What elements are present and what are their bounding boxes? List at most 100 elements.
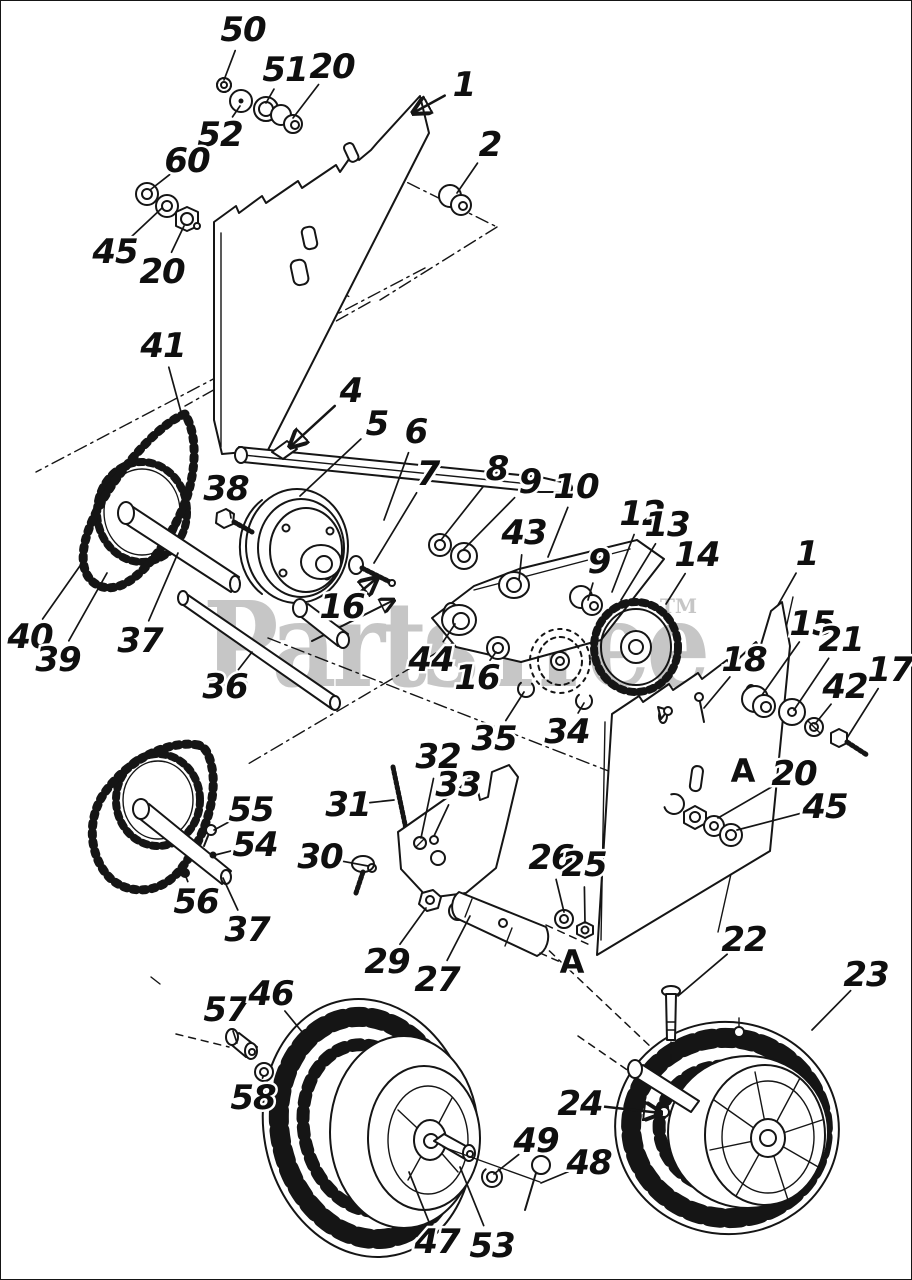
leader-line xyxy=(185,876,189,883)
callout-24: 24 xyxy=(557,1084,602,1124)
callout-20: 20 xyxy=(309,47,355,87)
leader-line xyxy=(67,572,108,642)
ring-49 xyxy=(481,1166,503,1188)
callout-15: 15 xyxy=(789,604,834,644)
bearing-43 xyxy=(498,571,530,599)
callout-52: 52 xyxy=(197,115,242,155)
callout-26: 26 xyxy=(528,838,574,878)
leader-line xyxy=(577,702,585,714)
left-wheel xyxy=(225,998,551,1258)
leader-line xyxy=(231,105,241,118)
callout-2: 2 xyxy=(479,125,502,165)
leader-line xyxy=(232,1030,238,1044)
washer xyxy=(348,555,364,575)
callout-32: 32 xyxy=(415,737,460,777)
callout-14: 14 xyxy=(674,535,719,575)
leader-line xyxy=(462,496,516,551)
leader-line xyxy=(214,849,235,856)
hub xyxy=(750,1118,786,1158)
callout-39: 39 xyxy=(35,640,81,680)
callout-1: 1 xyxy=(453,65,476,105)
callout-1: 1 xyxy=(796,534,819,574)
leader-line xyxy=(228,509,232,519)
callout-44: 44 xyxy=(407,640,453,680)
leader-line xyxy=(290,404,337,447)
right-wheel xyxy=(614,985,840,1236)
leader-line xyxy=(213,819,233,831)
leader-line xyxy=(340,860,369,867)
callout-54: 54 xyxy=(232,825,277,865)
nut-20 xyxy=(683,805,707,830)
callout-30: 30 xyxy=(297,837,343,877)
callout-12: 12 xyxy=(619,494,664,534)
leader-line xyxy=(717,784,776,819)
chain-37 xyxy=(87,739,218,895)
leader-line xyxy=(446,915,471,962)
leader-line xyxy=(440,485,485,541)
callout-21: 21 xyxy=(818,620,863,660)
callout-38: 38 xyxy=(203,469,249,509)
washer-58 xyxy=(254,1062,274,1082)
callout-16: 16 xyxy=(319,587,365,627)
callout-47: 47 xyxy=(413,1222,461,1262)
callout-58: 58 xyxy=(230,1078,276,1118)
leader-line xyxy=(442,623,456,643)
frame-panel-left xyxy=(213,95,430,455)
callout-16: 16 xyxy=(454,658,500,698)
leader-line xyxy=(383,451,410,521)
screw-56 xyxy=(180,868,190,878)
callout-23: 23 xyxy=(843,955,888,995)
hub-bolt xyxy=(733,1026,745,1038)
washer-45 xyxy=(719,823,743,847)
leader-line xyxy=(222,877,239,911)
callout-13: 13 xyxy=(644,505,689,545)
callout-8: 8 xyxy=(486,449,509,489)
washer-45 xyxy=(155,194,179,218)
leader-line xyxy=(611,533,635,593)
half-washer xyxy=(663,793,685,815)
callout-25: 25 xyxy=(561,845,606,885)
callout-42: 42 xyxy=(821,667,867,707)
leader-line xyxy=(846,687,880,739)
callout-18: 18 xyxy=(721,640,767,680)
lower-drive-chain xyxy=(87,739,232,895)
chain-13 xyxy=(529,628,591,694)
washer-9 xyxy=(450,542,478,570)
callout-9: 9 xyxy=(588,542,611,582)
leader-line xyxy=(583,886,586,924)
leader-line xyxy=(518,554,523,581)
leader-line xyxy=(504,691,525,722)
shift-bracket-assembly xyxy=(351,764,594,974)
leader-line xyxy=(547,506,569,558)
callout-5: 5 xyxy=(366,404,389,444)
leader-line xyxy=(41,562,83,620)
upper-drive-chain xyxy=(78,409,241,593)
leader-line xyxy=(420,777,435,839)
washer-21 xyxy=(778,698,806,726)
bolt-29 xyxy=(418,889,442,912)
leader-line xyxy=(265,88,275,104)
hardware-top-left xyxy=(135,77,472,232)
callout-57: 57 xyxy=(203,990,250,1030)
section-layer: AA xyxy=(558,750,758,983)
leader-line xyxy=(793,657,830,711)
leader-line xyxy=(777,572,797,606)
bolt-17 xyxy=(830,728,848,748)
callout-33: 33 xyxy=(435,765,480,805)
leader-line xyxy=(433,804,450,837)
leader-line xyxy=(736,811,805,831)
leader-line xyxy=(456,162,479,194)
leader-line xyxy=(359,578,377,593)
pivot-bracket xyxy=(431,539,665,663)
callout-10: 10 xyxy=(553,467,599,507)
callout-51: 51 xyxy=(262,50,307,90)
callout-45: 45 xyxy=(91,232,137,272)
callout-48: 48 xyxy=(565,1143,612,1183)
callout-27: 27 xyxy=(414,960,461,1000)
ring-35 xyxy=(517,680,535,698)
callout-17: 17 xyxy=(867,650,912,690)
leader-line xyxy=(399,907,427,946)
leader-line xyxy=(620,542,657,601)
callout-37: 37 xyxy=(117,621,164,661)
